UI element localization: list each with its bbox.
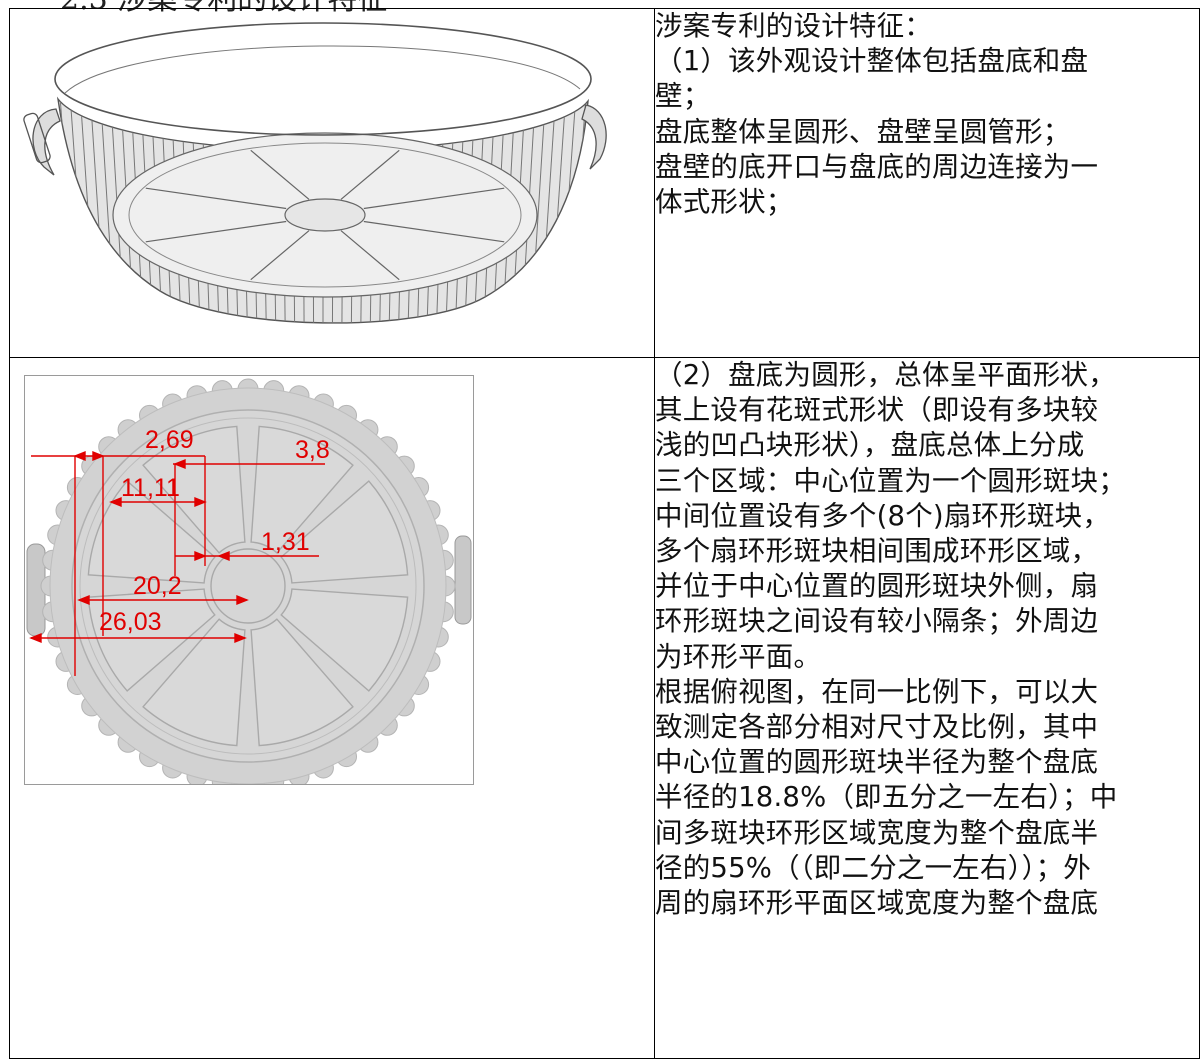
- text-line: 环形斑块之间设有较小隔条；外周边: [655, 605, 1099, 638]
- top-view-cell: 2,69 3,8 11,11 1,31 20,2 26,03: [9, 357, 655, 1059]
- text-line: 壁；: [655, 80, 711, 113]
- center-disc: [284, 198, 366, 232]
- left-handle: [32, 108, 61, 176]
- text-line: （2）盘底为圆形，总体呈平面形状，: [655, 359, 1116, 391]
- text-line: 间多斑块环形区域宽度为整个盘底半: [655, 816, 1099, 849]
- tray-top-view-illustration: 2,69 3,8 11,11 1,31 20,2 26,03: [24, 375, 474, 785]
- tray-perspective-illustration: [23, 22, 607, 324]
- perspective-view-cell: [9, 8, 655, 358]
- features-text-cell-1: 涉案专利的设计特征： （1）该外观设计整体包括盘底和盘 壁； 盘底整体呈圆形、盘…: [654, 8, 1200, 358]
- text-line: 盘底整体呈圆形、盘壁呈圆管形；: [655, 115, 1071, 148]
- sector-patch: [250, 618, 354, 747]
- text-line: 为环形平面。: [655, 640, 822, 673]
- text-line: 中心位置的圆形斑块半径为整个盘底: [655, 746, 1099, 779]
- text-line: 浅的凹凸块形状），盘底总体上分成: [655, 429, 1085, 462]
- feature-table: 涉案专利的设计特征： （1）该外观设计整体包括盘底和盘 壁； 盘底整体呈圆形、盘…: [9, 8, 1200, 1059]
- features-text-cell-2: （2）盘底为圆形，总体呈平面形状， 其上设有花斑式形状（即设有多块较 浅的凹凸块…: [654, 357, 1200, 1059]
- text-line: 其上设有花斑式形状（即设有多块较: [655, 394, 1099, 427]
- text-line: 根据俯视图，在同一比例下，可以大: [655, 675, 1099, 708]
- dimension-label: 2,69: [145, 426, 194, 454]
- text-line: 涉案专利的设计特征：: [655, 10, 932, 42]
- right-handle: [581, 104, 607, 170]
- sector-patch: [250, 425, 354, 554]
- sector-patch: [280, 588, 409, 692]
- text-line: 径的55%（（即二分之一左右））；外: [655, 851, 1091, 884]
- dimension-label: 11,11: [121, 474, 180, 502]
- dimension-label: 3,8: [295, 436, 330, 464]
- text-line: 盘壁的底开口与盘底的周边连接为一: [655, 150, 1099, 183]
- text-line: （1）该外观设计整体包括盘底和盘: [655, 45, 1089, 78]
- dimension-label: 26,03: [99, 608, 162, 636]
- sector-patch: [87, 588, 216, 692]
- right-handle: [454, 535, 472, 625]
- text-line: 多个扇环形斑块相间围成环形区域，: [655, 535, 1099, 568]
- dimension-label: 20,2: [133, 572, 182, 600]
- sector-patch: [87, 480, 216, 584]
- sector-patch: [142, 425, 246, 554]
- table-row: 涉案专利的设计特征： （1）该外观设计整体包括盘底和盘 壁； 盘底整体呈圆形、盘…: [9, 8, 1200, 358]
- sector-patch: [142, 618, 246, 747]
- center-disc: [210, 548, 286, 624]
- text-line: 周的扇环形平面区域宽度为整个盘底: [655, 887, 1099, 920]
- tray-rim: [54, 22, 592, 136]
- text-line: 中间位置设有多个(8个)扇环形斑块，: [655, 499, 1111, 532]
- text-line: 并位于中心位置的圆形斑块外侧，扇: [655, 570, 1099, 603]
- dimension-label: 1,31: [261, 528, 310, 556]
- table-row: 2,69 3,8 11,11 1,31 20,2 26,03 （2）盘底为圆形，…: [9, 357, 1200, 1059]
- text-line: 体式形状；: [655, 186, 794, 219]
- sector-patch: [280, 480, 409, 584]
- text-line: 半径的18.8%（即五分之一左右）；中: [655, 781, 1118, 814]
- text-line: 三个区域：中心位置为一个圆形斑块；: [655, 464, 1126, 497]
- text-line: 致测定各部分相对尺寸及比例，其中: [655, 711, 1099, 744]
